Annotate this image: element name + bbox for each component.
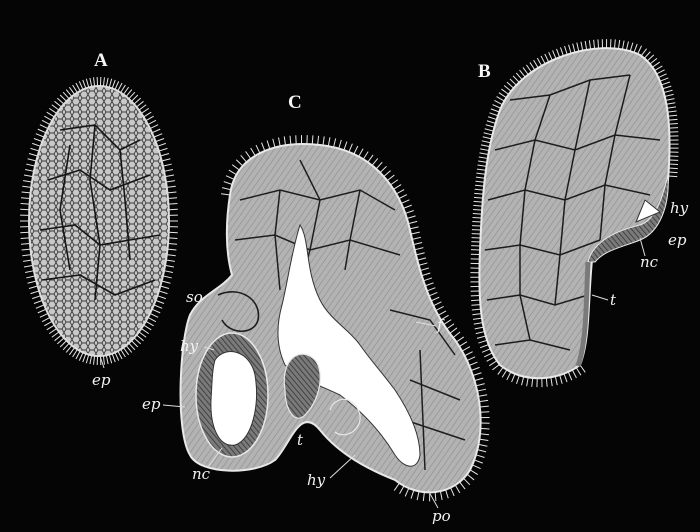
label-c-po: po bbox=[432, 507, 451, 525]
label-c-ep: ep bbox=[142, 395, 161, 413]
panel-a-embryo-body bbox=[29, 86, 169, 356]
panel-b: B hy ep nc t bbox=[470, 39, 688, 387]
label-b-hy: hy bbox=[670, 199, 689, 217]
panel-a: A ep bbox=[20, 50, 178, 389]
panel-b-label: B bbox=[478, 61, 491, 82]
label-b-t: t bbox=[610, 291, 617, 309]
panel-c-label: C bbox=[288, 92, 302, 113]
label-b-nc: nc bbox=[640, 253, 659, 271]
label-c-hy-bottom: hy bbox=[307, 471, 326, 489]
label-c-so: so bbox=[186, 288, 203, 306]
panel-a-label: A bbox=[94, 50, 108, 71]
label-a-ep: ep bbox=[92, 371, 111, 389]
label-c-hy-left: hy bbox=[180, 337, 199, 355]
label-c-t: t bbox=[297, 431, 304, 449]
panel-c: C so hy ep nc t hy f po bbox=[142, 92, 490, 525]
label-c-nc: nc bbox=[192, 465, 211, 483]
label-b-ep: ep bbox=[668, 231, 687, 249]
